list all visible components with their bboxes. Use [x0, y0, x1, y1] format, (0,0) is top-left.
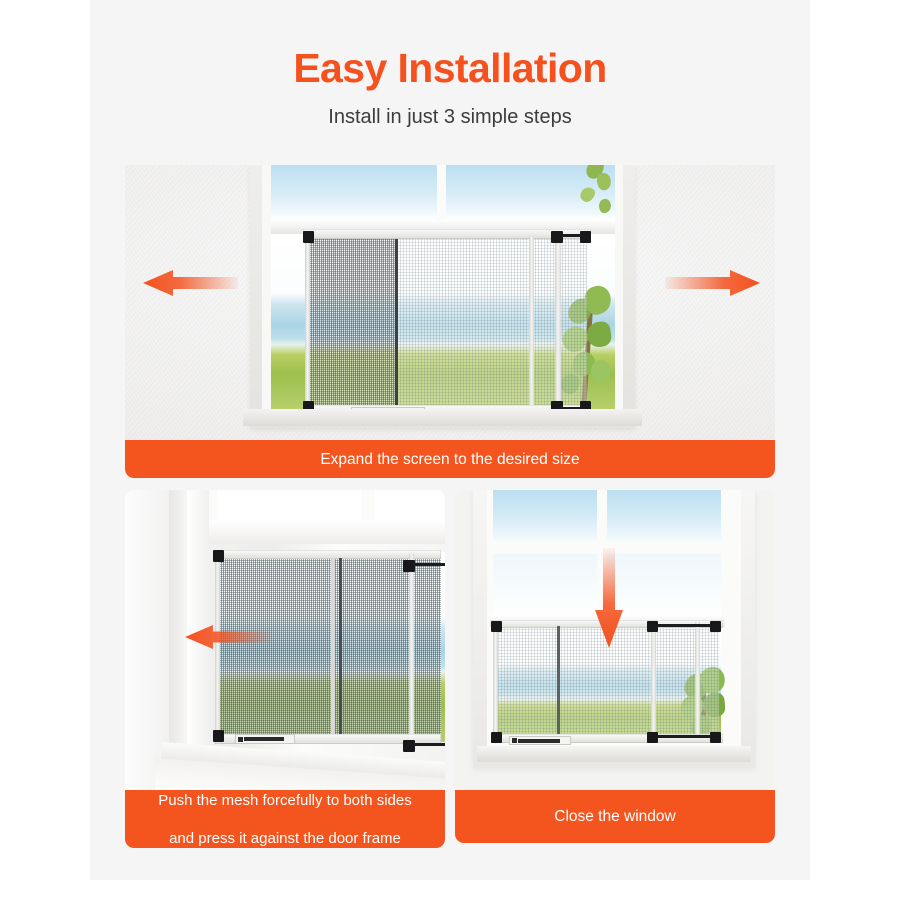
expand-left-arrow	[143, 269, 238, 297]
bracket-bottom-right-2	[403, 740, 415, 752]
screen-center-stile-3	[557, 626, 560, 738]
extension-rail-top-3	[657, 624, 711, 627]
expand-right-arrow	[665, 269, 760, 297]
step-2-panel: Push the mesh forcefully to both sides a…	[125, 490, 445, 848]
upper-foliage	[577, 165, 615, 220]
mesh-pleat-left	[307, 239, 397, 407]
step-1-panel: Expand the screen to the desired size	[125, 165, 775, 478]
screen-bottom-rail-3	[491, 734, 723, 743]
screen-right-stile-3	[695, 622, 700, 740]
bracket-top-mid	[551, 231, 563, 243]
page-title: Easy Installation	[293, 45, 607, 91]
close-down-arrow	[593, 548, 625, 648]
upper-sash-rail-2	[209, 520, 445, 544]
screen-mid-stile-3	[651, 624, 656, 740]
bracket-bottom-right-3	[710, 732, 721, 743]
bracket-bottom-left-2	[213, 730, 224, 742]
bracket-top-mid-3	[647, 621, 658, 632]
step-1-photo	[125, 165, 775, 440]
screen-bottom-rail-2	[215, 734, 441, 744]
screen-top-rail	[303, 229, 591, 239]
extension-rail-bottom-2	[413, 743, 445, 746]
step-2-caption-line-2: and press it against the door frame	[169, 829, 401, 847]
bracket-top-left-2	[213, 550, 224, 562]
bracket-top-right-3	[710, 621, 721, 632]
step-2-caption-line-1: Push the mesh forcefully to both sides	[158, 791, 412, 809]
extension-rail-top	[561, 234, 581, 237]
screen-assembly	[303, 229, 591, 417]
pane-top-right	[607, 490, 721, 545]
header: Easy Installation Install in just 3 simp…	[90, 0, 810, 165]
bracket-top-left-3	[491, 621, 502, 632]
extension-rail-bottom	[561, 407, 581, 410]
screen-right-stile-2	[409, 554, 414, 738]
step-1-caption: Expand the screen to the desired size	[125, 440, 775, 478]
tree-foliage-3	[673, 623, 725, 743]
window-sill-3	[477, 746, 751, 762]
step-2-photo	[125, 490, 445, 790]
screen-center-stile	[395, 239, 398, 407]
screen-mid-stile	[529, 237, 534, 409]
screen-right-stile	[555, 233, 561, 413]
bracket-bottom-left	[303, 401, 314, 413]
screen-center-stile-dark-2	[339, 558, 342, 738]
screen-left-stile-3	[493, 622, 498, 740]
step-3-caption-text: Close the window	[554, 808, 676, 825]
window-sill	[243, 409, 642, 426]
mesh-panel-2	[219, 558, 441, 736]
extension-rail-top-2	[413, 563, 445, 566]
screen-center-stile-2	[331, 558, 335, 738]
upper-sash-left-edge	[209, 490, 217, 530]
step-2-caption: Push the mesh forcefully to both sides a…	[125, 790, 445, 848]
upper-sash-mullion-2	[361, 490, 375, 526]
window-jamb-return	[187, 490, 209, 756]
bracket-bottom-right	[580, 401, 591, 413]
wall-corner-shadow	[169, 490, 191, 766]
upper-sash-mullion	[437, 165, 446, 221]
screen-left-stile	[305, 233, 310, 413]
step-1-caption-text: Expand the screen to the desired size	[320, 450, 580, 468]
push-left-arrow	[185, 624, 271, 650]
bracket-bottom-mid-3	[647, 732, 658, 743]
page-subtitle: Install in just 3 simple steps	[328, 106, 572, 128]
screen-left-stile-2	[215, 552, 220, 738]
bracket-top-right	[580, 231, 591, 243]
screen-top-rail-2	[215, 550, 441, 559]
product-label-sticker-3	[509, 736, 571, 745]
screen-assembly-3	[491, 620, 725, 746]
bracket-bottom-left-3	[491, 732, 502, 743]
mesh-panel-3	[495, 626, 719, 738]
step-3-caption: Close the window	[455, 790, 775, 843]
step-2-caption-text: Push the mesh forcefully to both sides a…	[131, 791, 439, 848]
upper-left-pane	[271, 165, 439, 220]
product-label-sticker-2	[235, 734, 295, 744]
muntin-vertical-3	[597, 490, 607, 618]
step-3-photo	[455, 490, 775, 790]
step-3-panel: Close the window	[455, 490, 775, 843]
screen-assembly-2	[213, 550, 445, 752]
interior-wall-left	[125, 490, 177, 790]
pane-mid-right	[607, 553, 721, 617]
bracket-top-left	[303, 231, 314, 243]
pane-top-left	[493, 490, 597, 545]
pane-mid-left	[493, 553, 597, 617]
bracket-top-right-2	[403, 560, 415, 572]
extension-rail-bottom-3	[657, 735, 711, 738]
outdoor-view-3	[493, 623, 721, 743]
